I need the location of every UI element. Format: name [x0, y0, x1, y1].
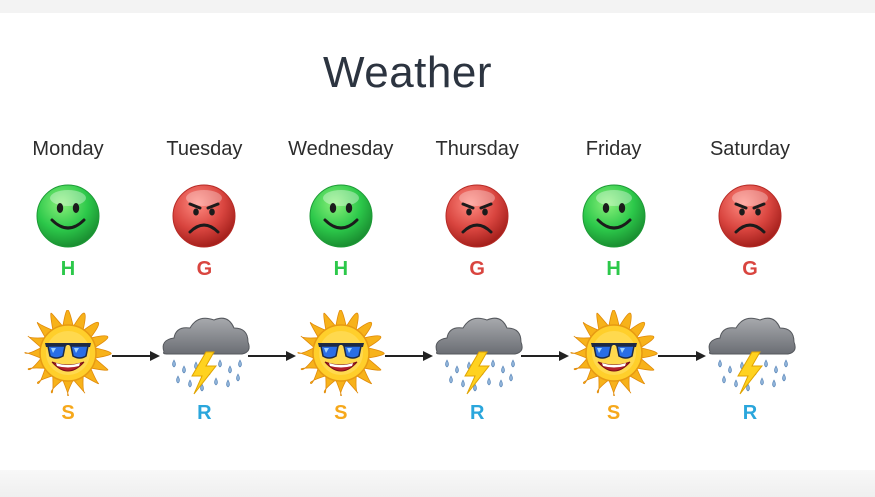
- sun-icon: [291, 310, 391, 396]
- storm-cloud-icon: [427, 310, 527, 396]
- day-label: Thursday: [435, 138, 519, 160]
- sad-face-icon: [445, 184, 509, 248]
- top-bar: [0, 0, 875, 13]
- weather-letter: R: [197, 402, 212, 424]
- happy-face-icon: [309, 184, 373, 248]
- mood-letter: G: [469, 258, 485, 280]
- storm-cloud-icon: [154, 310, 254, 396]
- weather-letter: S: [606, 402, 621, 424]
- diagram-title: Weather: [323, 48, 492, 97]
- mood-letter: H: [60, 258, 76, 280]
- transition-arrow: [657, 348, 706, 361]
- day-label: Tuesday: [166, 138, 243, 160]
- day-label: Saturday: [709, 138, 791, 160]
- transition-arrow: [384, 348, 433, 361]
- day-column-thursday: Thursday G R: [409, 0, 545, 470]
- transition-arrow: [248, 348, 297, 361]
- day-column-friday: Friday H S: [546, 0, 682, 470]
- transition-arrow: [521, 348, 570, 361]
- sad-face-icon: [172, 184, 236, 248]
- day-label: Friday: [585, 138, 642, 160]
- day-column-monday: Monday H S: [0, 0, 136, 470]
- weather-letter: R: [469, 402, 485, 424]
- storm-cloud-icon: [700, 310, 800, 396]
- day-column-tuesday: Tuesday G R: [136, 0, 272, 470]
- happy-face-icon: [582, 184, 646, 248]
- transition-arrow: [112, 348, 160, 361]
- weather-letter: S: [334, 402, 348, 424]
- mood-letter: G: [196, 258, 213, 280]
- day-label: Monday: [32, 138, 104, 160]
- weather-letter: R: [742, 402, 758, 424]
- mood-letter: H: [606, 258, 621, 280]
- bottom-bar: [0, 470, 875, 497]
- mood-letter: G: [742, 258, 758, 280]
- sun-icon: [18, 310, 118, 396]
- day-column-saturday: Saturday G R: [682, 0, 818, 470]
- happy-face-icon: [36, 184, 100, 248]
- sun-icon: [564, 310, 664, 396]
- day-label: Wednesday: [288, 138, 394, 160]
- sad-face-icon: [718, 184, 782, 248]
- mood-letter: H: [333, 258, 349, 280]
- weather-letter: S: [61, 402, 75, 424]
- day-column-wednesday: Wednesday H S: [273, 0, 409, 470]
